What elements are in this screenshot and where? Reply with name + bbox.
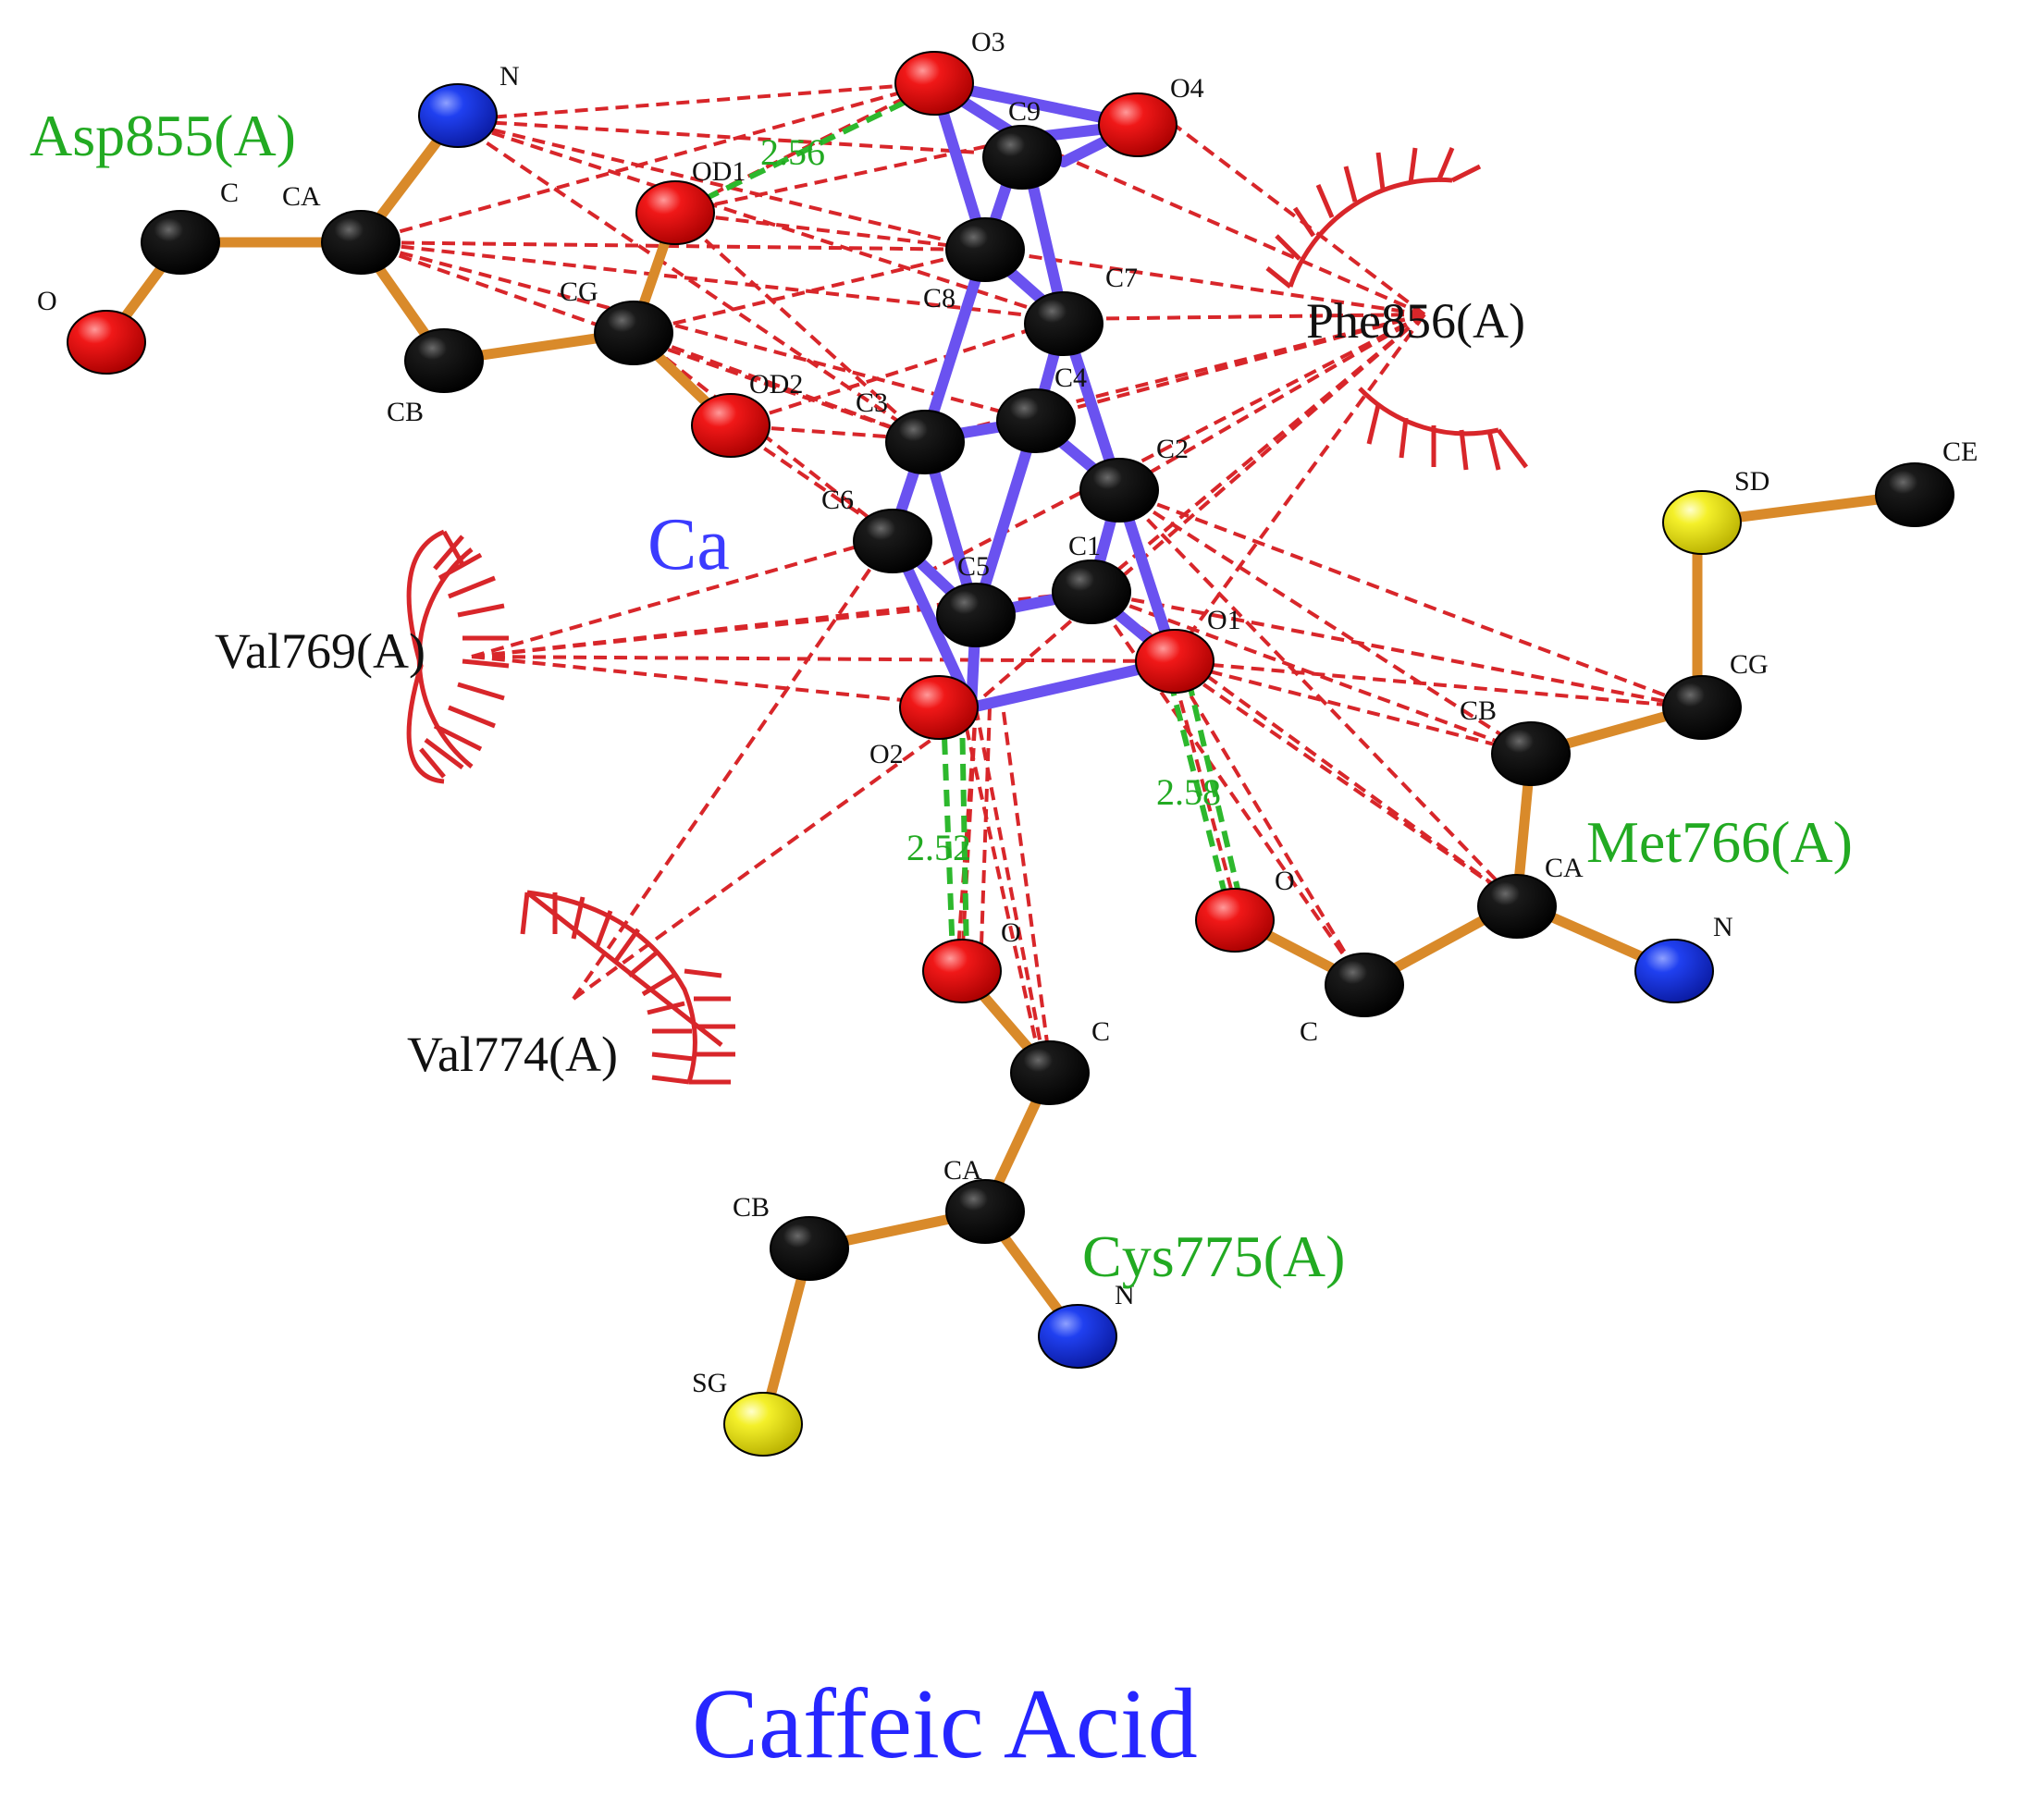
val774-arc xyxy=(520,890,735,1085)
atom-cys-o xyxy=(922,939,1002,1003)
label-cys-o: O xyxy=(1001,917,1021,948)
distance-labels: 2.56 2.52 2.58 xyxy=(760,131,1221,868)
label-lig-o4: O4 xyxy=(1170,73,1204,104)
atom-lig-o3 xyxy=(894,51,974,116)
label-asp-ca: CA xyxy=(282,181,321,212)
atom-asp-c xyxy=(141,210,220,275)
residue-met766: Met766(A) xyxy=(1586,809,1853,875)
label-met-n: N xyxy=(1713,912,1733,942)
hydrogen-bonds xyxy=(678,90,1242,958)
atom-cys-sg xyxy=(723,1392,803,1457)
hydrophobic-contacts xyxy=(360,81,1698,1069)
atom-lig-c4 xyxy=(996,388,1076,453)
atom-met-cb xyxy=(1491,721,1571,786)
hbond-cys775-o2b xyxy=(959,711,969,958)
residue-asp855: Asp855(A) xyxy=(30,103,296,168)
label-lig-c6: C6 xyxy=(821,485,854,515)
atom-asp-od1 xyxy=(635,180,715,245)
atom-cys-ca xyxy=(945,1179,1025,1244)
label-lig-c2: C2 xyxy=(1156,434,1189,464)
atom-cys-cb xyxy=(770,1216,849,1281)
atom-met-n xyxy=(1634,939,1714,1003)
atom-lig-c7 xyxy=(1024,291,1103,356)
atom-cys-c xyxy=(1010,1040,1090,1105)
hbond-cys775-o2 xyxy=(941,711,956,958)
atom-lig-o4 xyxy=(1098,92,1177,157)
label-lig-c3: C3 xyxy=(856,387,888,418)
label-asp-n: N xyxy=(499,61,520,92)
label-met-ce: CE xyxy=(1942,437,1978,467)
atom-lig-c3 xyxy=(885,410,965,474)
label-asp-c: C xyxy=(220,178,239,208)
atom-lig-c8 xyxy=(945,217,1025,282)
label-lig-o1: O1 xyxy=(1207,605,1241,635)
atom-lig-c9 xyxy=(982,125,1062,190)
hbond-asp855-o3 xyxy=(678,90,927,214)
atom-met-sd xyxy=(1662,490,1742,555)
label-lig-c8: C8 xyxy=(923,283,956,314)
distance-met766: 2.58 xyxy=(1156,771,1221,813)
label-asp-cg: CG xyxy=(560,277,598,307)
atom-lig-o1 xyxy=(1135,629,1214,694)
label-asp-od2: OD2 xyxy=(749,369,803,400)
label-cys-sg: SG xyxy=(692,1368,727,1398)
atom-cys-n xyxy=(1038,1304,1117,1369)
label-lig-c1: C1 xyxy=(1068,531,1101,561)
atom-met-cg xyxy=(1662,675,1742,740)
label-met-sd: SD xyxy=(1734,466,1769,497)
label-lig-c7: C7 xyxy=(1105,263,1138,293)
distance-asp855: 2.56 xyxy=(760,131,825,173)
atom-lig-c5 xyxy=(936,583,1016,647)
ligand-label: Ca xyxy=(647,504,730,585)
label-asp-cb: CB xyxy=(387,397,424,427)
atom-asp-cb xyxy=(404,328,484,393)
atom-lig-c1 xyxy=(1052,560,1131,624)
label-met-ca: CA xyxy=(1545,853,1584,883)
label-cys-n: N xyxy=(1115,1280,1135,1310)
atom-met-ca xyxy=(1477,874,1557,939)
atom-met-o xyxy=(1195,888,1275,953)
atom-asp-n xyxy=(418,83,498,148)
val769-arc xyxy=(406,529,510,784)
hbond-met766-o1 xyxy=(1167,679,1228,898)
label-cys-ca: CA xyxy=(943,1155,982,1186)
diagram-title: Caffeic Acid xyxy=(692,1669,1198,1779)
label-cys-cb: CB xyxy=(733,1192,770,1223)
label-met-o: O xyxy=(1275,866,1295,896)
atoms xyxy=(67,51,1954,1457)
label-met-cg: CG xyxy=(1730,649,1769,680)
phe856-arc xyxy=(1265,147,1528,471)
residue-val774: Val774(A) xyxy=(407,1027,618,1082)
atom-lig-o2 xyxy=(899,675,979,740)
atom-met-c xyxy=(1325,953,1404,1017)
residue-labels: Asp855(A) Phe856(A) Val769(A) Val774(A) … xyxy=(30,103,1853,1289)
residue-phe856: Phe856(A) xyxy=(1306,293,1525,349)
label-asp-od1: OD1 xyxy=(692,156,746,187)
distance-cys775: 2.52 xyxy=(906,827,971,868)
atom-asp-ca xyxy=(321,210,401,275)
label-met-c: C xyxy=(1300,1016,1318,1047)
atom-lig-c2 xyxy=(1079,458,1159,523)
label-lig-c4: C4 xyxy=(1054,363,1087,393)
label-lig-c5: C5 xyxy=(957,551,990,582)
atom-labels: N C CA O OD1 CG CB OD2 O3 O4 C9 C8 C7 C3… xyxy=(37,27,1978,1398)
label-asp-o: O xyxy=(37,286,57,316)
atom-asp-cg xyxy=(594,301,673,365)
label-cys-c: C xyxy=(1091,1016,1110,1047)
atom-asp-od2 xyxy=(691,393,771,458)
atom-asp-o xyxy=(67,310,146,375)
residue-val769: Val769(A) xyxy=(215,623,425,679)
residue-cys775: Cys775(A) xyxy=(1082,1224,1345,1289)
atom-met-ce xyxy=(1875,462,1954,527)
label-lig-c9: C9 xyxy=(1008,96,1041,127)
atom-lig-c6 xyxy=(853,509,932,573)
label-met-cb: CB xyxy=(1460,695,1497,726)
hbond-met766-o1b xyxy=(1186,679,1242,898)
label-lig-o2: O2 xyxy=(869,739,904,769)
label-lig-o3: O3 xyxy=(971,27,1005,57)
